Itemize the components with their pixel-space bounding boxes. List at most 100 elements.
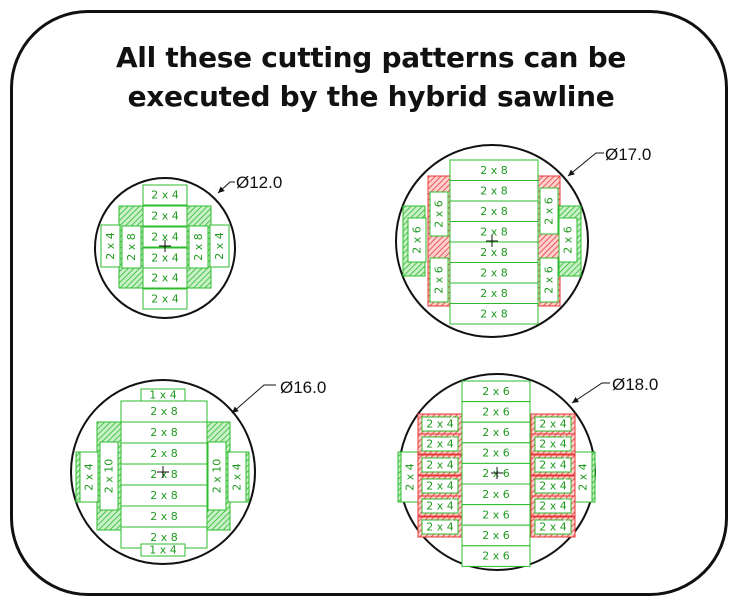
center-board-2-label: 2 x 4 bbox=[151, 210, 179, 223]
center-board-4-label: 2 x 8 bbox=[480, 225, 508, 238]
side-board-left-bottom bbox=[429, 257, 449, 303]
side-board-left-label: 2 x 8 bbox=[125, 233, 138, 261]
side-board-left-outer-label: 2 x 4 bbox=[83, 463, 96, 491]
side-board-right-1 bbox=[534, 416, 572, 432]
side-board-right-label: 2 x 8 bbox=[192, 233, 205, 261]
center-board-8-label: 2 x 8 bbox=[480, 307, 508, 320]
center-board-3-label: 2 x 8 bbox=[480, 205, 508, 218]
side-board-left bbox=[121, 225, 142, 269]
side-board-left-4-label: 2 x 4 bbox=[426, 480, 454, 493]
side-board-right-bottom bbox=[539, 257, 559, 303]
center-board-8-label: 2 x 8 bbox=[150, 531, 178, 544]
side-board-left-1-label: 2 x 4 bbox=[426, 418, 454, 431]
center-board-2 bbox=[142, 205, 188, 227]
side-board-right bbox=[207, 441, 227, 511]
center-board-2-label: 2 x 8 bbox=[480, 184, 508, 197]
title-line-1: All these cutting patterns can be bbox=[115, 41, 627, 74]
log-outline bbox=[70, 379, 256, 565]
side-board-right-top-label: 2 x 6 bbox=[543, 197, 556, 225]
center-board-9 bbox=[461, 545, 531, 567]
side-board-left-6-label: 2 x 4 bbox=[426, 521, 454, 534]
center-board-5-label: 2 x 6 bbox=[482, 467, 510, 480]
diameter-label: Ø18.0 bbox=[612, 375, 658, 394]
side-board-left-outer-label: 2 x 4 bbox=[404, 463, 417, 491]
side-board-left-5-label: 2 x 4 bbox=[426, 500, 454, 513]
side-board-left-1 bbox=[421, 416, 459, 432]
side-board-left-2-label: 2 x 4 bbox=[426, 438, 454, 451]
page-title: All these cutting patterns can be execut… bbox=[40, 38, 702, 116]
center-board-5-label: 2 x 8 bbox=[150, 468, 178, 481]
leader-arrowhead bbox=[232, 406, 239, 413]
log-outline bbox=[395, 144, 589, 338]
diameter-label: Ø16.0 bbox=[280, 378, 326, 397]
center-board-9-label: 2 x 6 bbox=[482, 550, 510, 563]
leader-arrowhead bbox=[218, 186, 225, 193]
side-board-right-outer-label: 2 x 4 bbox=[231, 463, 244, 491]
side-board-right-5-label: 2 x 4 bbox=[539, 500, 567, 513]
side-board-right-top bbox=[539, 187, 559, 235]
center-board-8 bbox=[449, 303, 539, 325]
side-board-right-outer bbox=[558, 217, 578, 263]
side-board-left-3-label: 2 x 4 bbox=[426, 459, 454, 472]
center-board-6-label: 2 x 8 bbox=[480, 266, 508, 279]
center-board-6-label: 2 x 4 bbox=[151, 293, 179, 306]
side-board-left-top-label: 2 x 6 bbox=[433, 200, 446, 228]
side-board-right-2-label: 2 x 4 bbox=[539, 438, 567, 451]
center-board-7-label: 2 x 8 bbox=[150, 510, 178, 523]
side-board-right-outer-label: 2 x 6 bbox=[562, 226, 575, 254]
diameter-label: Ø12.0 bbox=[236, 173, 282, 192]
side-board-left-6 bbox=[421, 519, 459, 535]
pattern-dia-17: 2 x 62 x 62 x 62 x 62 x 62 x 62 x 82 x 8… bbox=[395, 144, 651, 338]
side-board-left bbox=[99, 441, 119, 511]
side-board-right bbox=[188, 225, 209, 269]
side-board-right-3 bbox=[534, 457, 572, 473]
center-board-4-label: 2 x 4 bbox=[151, 252, 179, 265]
side-board-left-top bbox=[429, 191, 449, 237]
center-board-6 bbox=[142, 288, 188, 310]
center-board-8-label: 2 x 6 bbox=[482, 529, 510, 542]
side-board-right-3-label: 2 x 4 bbox=[539, 459, 567, 472]
center-board-4-label: 2 x 6 bbox=[482, 447, 510, 460]
side-board-right-outer-label: 2 x 4 bbox=[577, 463, 590, 491]
pattern-dia-18: 2 x 4 2 x 4 2 x 4 2 x 4 2 x 4 2 x 4 2 x 4 2 x 4… bbox=[397, 373, 658, 571]
center-board-9 bbox=[140, 543, 186, 557]
center-board-5 bbox=[142, 267, 188, 289]
side-board-right-bottom-label: 2 x 6 bbox=[543, 266, 556, 294]
side-board-left-outer bbox=[79, 451, 99, 503]
side-board-right-outer-label: 2 x 4 bbox=[213, 232, 226, 260]
center-board-7-label: 2 x 8 bbox=[480, 287, 508, 300]
side-board-left-5 bbox=[421, 498, 459, 514]
center-board-7-label: 2 x 6 bbox=[482, 508, 510, 521]
diameter-leader bbox=[231, 384, 276, 414]
side-board-left-3 bbox=[421, 457, 459, 473]
center-board-2-label: 2 x 8 bbox=[150, 405, 178, 418]
side-board-left-4 bbox=[421, 478, 459, 494]
side-board-left-outer bbox=[100, 224, 121, 268]
center-board-9-label: 1 x 4 bbox=[149, 544, 177, 557]
center-board-5-label: 2 x 8 bbox=[480, 246, 508, 259]
side-board-left-label: 2 x 10 bbox=[103, 459, 116, 494]
center-board-1-label: 2 x 6 bbox=[482, 385, 510, 398]
title-line-2: executed by the hybrid sawline bbox=[127, 80, 615, 113]
center-board-1-label: 1 x 4 bbox=[149, 389, 177, 402]
diameter-leader bbox=[571, 382, 610, 404]
center-board-3-label: 2 x 6 bbox=[482, 426, 510, 439]
leader-arrowhead bbox=[568, 169, 575, 176]
rounded-frame bbox=[10, 10, 728, 596]
side-board-right-1-label: 2 x 4 bbox=[539, 418, 567, 431]
center-board-3-label: 2 x 4 bbox=[151, 231, 179, 244]
side-board-right-outer bbox=[227, 451, 247, 503]
side-board-left-outer-label: 2 x 4 bbox=[104, 232, 117, 260]
side-board-right-4 bbox=[534, 478, 572, 494]
side-board-left-outer-label: 2 x 6 bbox=[411, 226, 424, 254]
center-board-1-label: 2 x 4 bbox=[151, 189, 179, 202]
side-board-right-2 bbox=[534, 436, 572, 452]
center-board-4-label: 2 x 8 bbox=[150, 447, 178, 460]
side-board-right-6 bbox=[534, 519, 572, 535]
log-outline bbox=[94, 177, 236, 319]
side-board-right-4-label: 2 x 4 bbox=[539, 480, 567, 493]
center-board-5-label: 2 x 4 bbox=[151, 272, 179, 285]
center-board-1-label: 2 x 8 bbox=[480, 164, 508, 177]
